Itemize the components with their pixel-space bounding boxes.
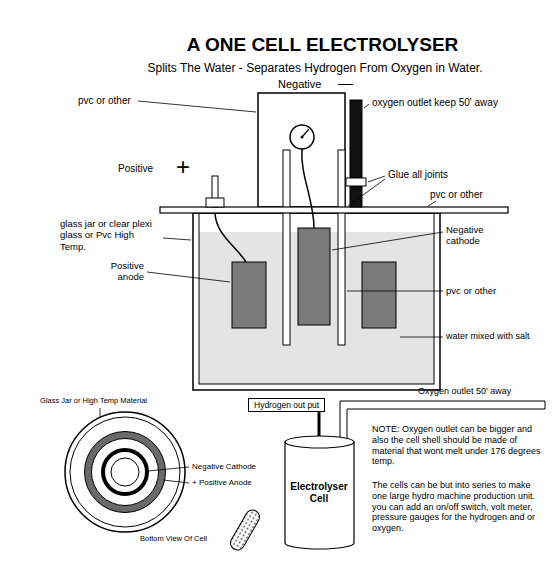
- anode-rod: [228, 507, 262, 552]
- label-text: Positive: [118, 163, 153, 175]
- anode-ring: [88, 435, 162, 509]
- label-text: pvc or other: [78, 95, 131, 107]
- leader-line: [148, 467, 189, 471]
- label-text: NOTE: Oxygen outlet can be bigger and al…: [372, 424, 544, 467]
- label-text: pvc or other: [446, 285, 496, 296]
- leader-line: [348, 179, 385, 206]
- node-text: Electrolyser Cell: [290, 481, 349, 505]
- label-text: The cells can be but into series to make…: [372, 480, 544, 534]
- label-text: pvc or other: [430, 189, 483, 201]
- pvc-tube-wall: [338, 150, 345, 345]
- gauge-needle: [302, 129, 309, 137]
- anode-plate: [232, 262, 266, 328]
- node-text: Hydrogen out put: [254, 400, 319, 410]
- label-text: water mixed with salt: [446, 331, 530, 342]
- label-text: +: [176, 153, 190, 182]
- leader-line: [364, 104, 369, 108]
- leader-line: [163, 238, 191, 240]
- tube-ring: [111, 458, 139, 486]
- anode-ring-edge: [85, 432, 166, 513]
- cylinder-body: [285, 442, 354, 543]
- leader-line: [138, 101, 256, 112]
- leader-line: [163, 480, 189, 483]
- label-text: Negative Cathode: [192, 462, 256, 472]
- label-text: Positive anode: [92, 260, 144, 283]
- hydrogen-pipe: [318, 412, 321, 436]
- label-text: Negative: [278, 78, 321, 91]
- jar-ring: [70, 417, 180, 527]
- label-text: —: [338, 74, 353, 92]
- pipe-collar: [346, 178, 366, 186]
- glass-jar: [193, 213, 440, 390]
- label-text: Bottom View Of Cell: [140, 534, 207, 543]
- label-text: oxygen outlet keep 50' away: [372, 97, 498, 109]
- positive-wire: [215, 213, 246, 262]
- cylinder-side: [284, 442, 285, 543]
- pvc-tube-wall: [283, 150, 290, 345]
- leader-line: [400, 337, 443, 338]
- label-text: Splits The Water - Separates Hydrogen Fr…: [95, 61, 535, 75]
- cathode-plate: [298, 228, 330, 325]
- leader-line: [332, 232, 443, 250]
- anode-ring-edge: [92, 439, 159, 506]
- title: A ONE CELL ELECTROLYSER: [150, 34, 495, 57]
- leader-line: [100, 408, 101, 418]
- anode-rod-body: [228, 507, 262, 552]
- jar-inner-wall: [199, 213, 434, 384]
- outlet-pipe-box: Hydrogen out put: [248, 398, 325, 412]
- leader-line: [428, 201, 436, 206]
- cathode-ring: [103, 450, 147, 494]
- gauge-pivot: [301, 136, 304, 139]
- label-text: + Positive Anode: [192, 478, 252, 488]
- pvc-lid: [160, 207, 508, 213]
- gauge-dial: [290, 125, 314, 149]
- leader-line: [347, 291, 443, 292]
- cylinder-side: [353, 442, 354, 543]
- terminal-nut: [206, 198, 224, 207]
- label-text: Oxygen outlet 50' away: [418, 386, 511, 397]
- label-text: Glue all joints: [388, 169, 448, 181]
- oxygen-pipe: [350, 100, 362, 207]
- cylinder-top: [285, 436, 354, 448]
- label-text: glass jar or clear plexi glass or Pvc Hi…: [60, 218, 160, 252]
- label-text: Negative cathode: [446, 224, 508, 247]
- jar-ring: [65, 412, 185, 532]
- leader-line: [147, 272, 230, 282]
- negative-wire: [302, 149, 314, 228]
- electrolyser-cylinder: Electrolyser Cell: [284, 436, 355, 550]
- label-text: Glass Jar or High Temp Material: [40, 396, 147, 405]
- anode-plate: [362, 262, 396, 328]
